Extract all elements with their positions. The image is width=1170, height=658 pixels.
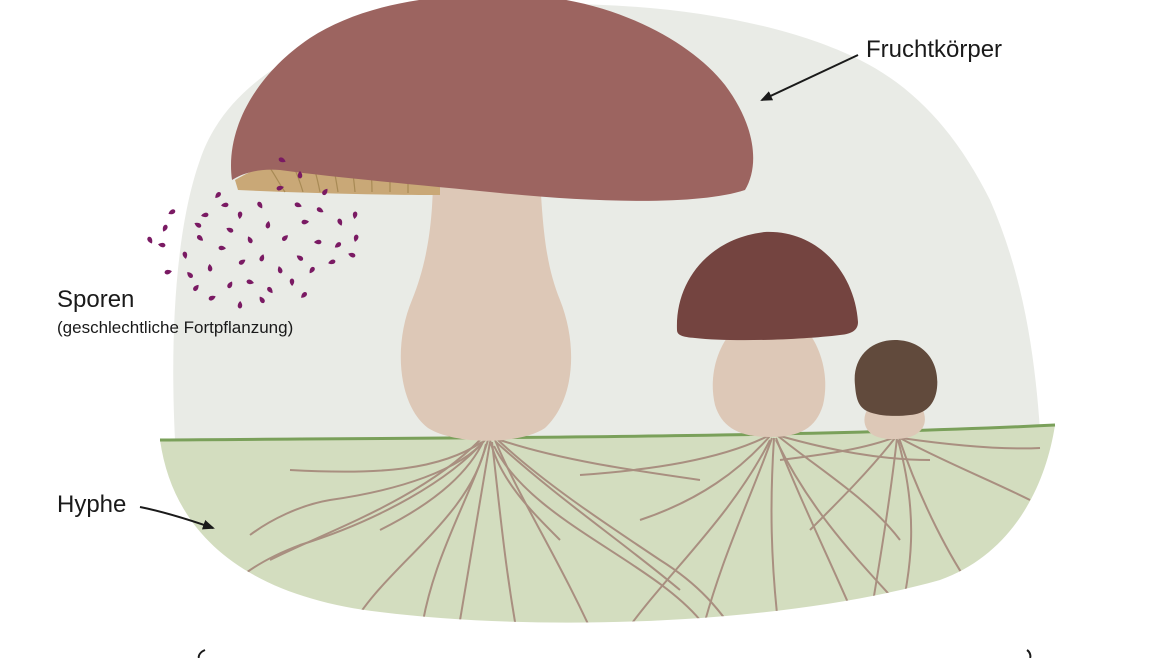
spore (164, 269, 172, 275)
small-mushroom-cap (855, 340, 938, 416)
label-sporen-note: (geschlechtliche Fortpflanzung) (57, 318, 293, 338)
spore (158, 242, 166, 248)
bracket-left (199, 650, 205, 658)
spore (161, 224, 168, 233)
label-sporen: Sporen (57, 286, 134, 314)
spore (146, 236, 154, 245)
bracket-right (1027, 650, 1030, 658)
mid-mushroom-stem (713, 328, 826, 437)
label-fruchtkoerper: Fruchtkörper (866, 36, 1002, 64)
spore (167, 208, 176, 215)
label-hyphe: Hyphe (57, 491, 126, 519)
